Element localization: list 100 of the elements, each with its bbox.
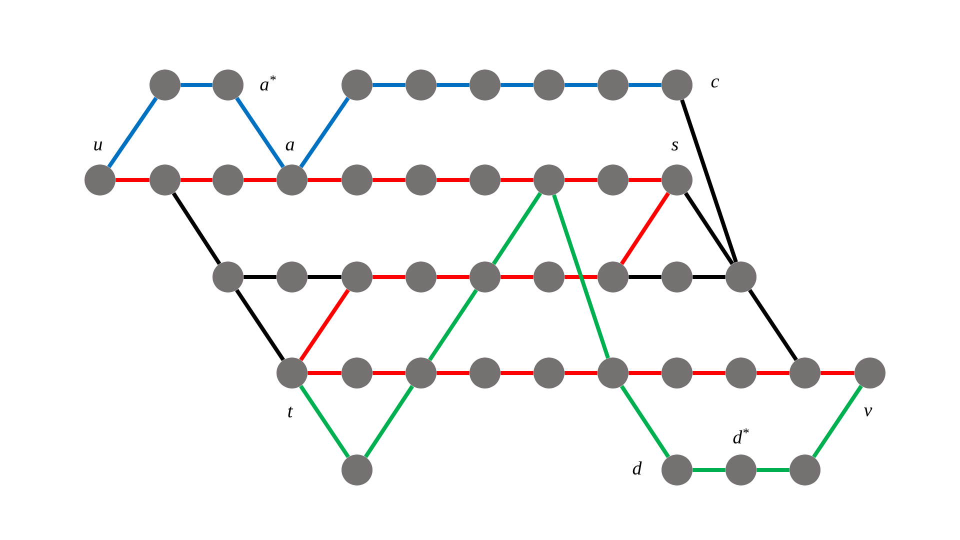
edge-line [620, 192, 670, 265]
vertex-circle [212, 164, 244, 196]
vertex-circle [406, 164, 436, 196]
vertex-circle [470, 164, 500, 196]
edge-line [564, 178, 598, 182]
vertex-circle [276, 262, 308, 292]
edge-line [492, 192, 542, 265]
vertex-circle [534, 164, 564, 196]
edge-line [692, 468, 726, 472]
vertex-circle [534, 358, 564, 388]
vertex-circle [276, 358, 308, 388]
vertex-circle [662, 358, 692, 388]
edge-line [244, 178, 276, 182]
vertex-circle [470, 262, 500, 292]
vertex-circle [726, 262, 756, 292]
vertex-circle [726, 454, 756, 486]
edge-line [564, 275, 598, 279]
edge-line [436, 275, 470, 279]
edge-line [372, 275, 406, 279]
vertex-circle [662, 164, 692, 196]
edge-line [812, 384, 863, 458]
vertex-label: u [94, 142, 102, 150]
vertex-circle [726, 358, 756, 388]
edge-line [436, 178, 470, 182]
vertex-circle [470, 358, 500, 388]
edge-line [756, 371, 790, 375]
vertex-circle [662, 70, 692, 100]
vertex-circle [342, 358, 372, 388]
edge-line [436, 83, 470, 87]
edge-line [436, 371, 470, 375]
edge-line [628, 275, 662, 279]
edge-line [500, 83, 534, 87]
edge-line [564, 371, 598, 375]
edge-line [244, 275, 276, 279]
edge-line [620, 385, 670, 458]
vertex-circle [470, 70, 500, 100]
vertex-circle [406, 262, 436, 292]
vertex-circle [212, 262, 244, 292]
edge-line [692, 275, 726, 279]
edge-line [684, 192, 734, 265]
vertex-circle [598, 358, 628, 388]
edge-line [308, 178, 342, 182]
vertex-label: a [286, 141, 294, 151]
vertex-circle [84, 164, 116, 196]
edge-line [308, 275, 342, 279]
vertex-circle [276, 164, 308, 196]
edge-line [372, 83, 406, 87]
edge-line [299, 384, 350, 458]
edge-line [299, 96, 350, 168]
edge-line [372, 371, 406, 375]
edge-line [364, 385, 414, 458]
vertex-circle [342, 70, 372, 100]
edge-line [820, 371, 854, 375]
edge-line [628, 178, 662, 182]
vertex-circle [342, 262, 372, 292]
vertex-circle [342, 454, 372, 486]
edge-line [692, 371, 726, 375]
edge-line [180, 178, 212, 182]
vertex-label: t [288, 406, 294, 418]
vertex-label: a$^{*}$ [260, 75, 276, 91]
edge-line [564, 83, 598, 87]
vertex-circle [212, 70, 244, 100]
edge-line [235, 96, 285, 168]
vertex-circle [598, 262, 628, 292]
vertex-label: c [711, 78, 719, 88]
vertex-circle [662, 262, 692, 292]
vertex-circle [406, 70, 436, 100]
edge-line [299, 288, 350, 362]
edge-line [180, 83, 212, 87]
vertex-label: d [632, 461, 642, 475]
vertex-circle [790, 454, 820, 486]
edge-line [756, 468, 790, 472]
vertex-label: d$^{*}$ [733, 428, 749, 444]
vertex-label: s [672, 141, 678, 151]
edge-line [428, 288, 478, 362]
vertex-circle [662, 454, 692, 486]
edge-line [500, 275, 534, 279]
vertex-circle [406, 358, 436, 388]
edge-line [172, 192, 222, 265]
vertex-circle [150, 164, 180, 196]
vertex-circle [150, 70, 180, 100]
vertex-circle [534, 262, 564, 292]
vertex-circle [598, 164, 628, 196]
edge-line [748, 288, 798, 362]
edge-line [235, 288, 285, 362]
edge-line [116, 178, 150, 182]
edge-line [500, 371, 534, 375]
edge-line [628, 83, 662, 87]
vertex-circle [854, 358, 886, 388]
edge-line [372, 178, 406, 182]
vertex-circle [598, 70, 628, 100]
vertex-circle [534, 70, 564, 100]
vertex-label: v [864, 408, 872, 416]
vertex-circle [790, 358, 820, 388]
edge-line [628, 371, 662, 375]
edge-line [680, 99, 738, 263]
edge-line [552, 194, 610, 359]
edge-line [107, 96, 158, 168]
vertex-circle [342, 164, 372, 196]
edge-line [500, 178, 534, 182]
